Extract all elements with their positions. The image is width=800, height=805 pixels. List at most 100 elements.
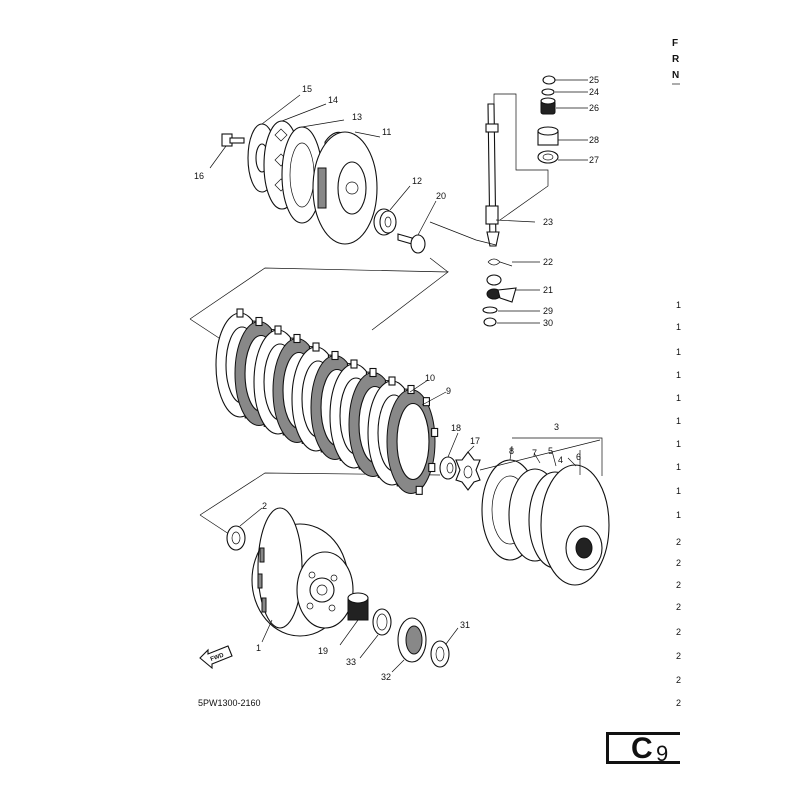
needle-bearing-19-drawing	[347, 592, 369, 621]
seal-27-drawing	[537, 150, 559, 164]
pressure-plate-11-drawing	[312, 131, 378, 245]
right-column-number: 2	[676, 651, 681, 661]
right-column-number: 1	[676, 300, 681, 310]
label-part-12: 12	[412, 176, 422, 186]
label-part-4: 4	[558, 455, 563, 465]
right-column-number: 2	[676, 698, 681, 708]
label-part-19: 19	[318, 646, 328, 656]
clutch-housing-1-drawing	[251, 507, 354, 637]
right-column-number: 1	[676, 393, 681, 403]
lever-21-drawing	[486, 274, 517, 303]
part-labels: 1 2 3 4 5 6 7 8 9 10 11 12 13 14 15 16 1…	[194, 75, 599, 682]
spacer-33-drawing	[372, 608, 392, 636]
bearing-12-drawing	[373, 208, 397, 236]
clutch-plate-tab	[422, 397, 430, 407]
label-part-2: 2	[262, 501, 267, 511]
right-column-number: 1	[676, 462, 681, 472]
label-part-8: 8	[509, 446, 514, 456]
label-part-15: 15	[302, 84, 312, 94]
label-part-13: 13	[352, 112, 362, 122]
nut-18-drawing	[439, 456, 457, 480]
clutch-plate-bore	[396, 402, 430, 481]
boundary-lines	[189, 257, 450, 541]
clutch-plate-tab	[388, 376, 396, 386]
right-column-number: 2	[676, 537, 681, 547]
right-column-number: 1	[676, 322, 681, 332]
clutch-boss-assembly	[479, 437, 610, 586]
label-part-9: 9	[446, 386, 451, 396]
label-part-28: 28	[589, 135, 599, 145]
label-part-5: 5	[548, 446, 553, 456]
washer-24-drawing	[541, 88, 555, 96]
right-column-number: 1	[676, 510, 681, 520]
edge-letter-n: N	[672, 70, 679, 81]
push-rod-20-drawing	[397, 233, 426, 254]
label-part-25: 25	[589, 75, 599, 85]
label-part-26: 26	[589, 103, 599, 113]
clutch-plate-tab	[369, 367, 377, 378]
label-part-30: 30	[543, 318, 553, 328]
right-column-number: 1	[676, 486, 681, 496]
lock-washer-17-drawing	[455, 451, 481, 491]
pressure-plate-assembly	[209, 94, 437, 254]
page-badge: C 9	[606, 732, 680, 766]
clutch-plate-tab	[274, 325, 282, 335]
right-column-number: 2	[676, 675, 681, 685]
right-column-number: 1	[676, 347, 681, 357]
fwd-label: FWD	[210, 652, 226, 663]
label-part-1: 1	[256, 643, 261, 653]
label-part-6: 6	[576, 452, 581, 462]
clutch-plate-tab	[431, 427, 439, 438]
label-part-21: 21	[543, 285, 553, 295]
spring-22-drawing	[487, 258, 513, 267]
right-column-number: 1	[676, 370, 681, 380]
label-part-24: 24	[589, 87, 599, 97]
label-part-17: 17	[470, 436, 480, 446]
fwd-arrow-icon: FWD	[199, 645, 233, 670]
page-badge-letter: C	[631, 732, 653, 765]
clutch-plate-tab	[293, 333, 301, 344]
right-column-number: 1	[676, 416, 681, 426]
label-part-7: 7	[532, 448, 537, 458]
label-part-27: 27	[589, 155, 599, 165]
clutch-plate-tab	[312, 342, 320, 352]
bolt-16-drawing	[221, 133, 245, 147]
washer-29-drawing	[482, 306, 498, 314]
right-column-number: 1	[676, 439, 681, 449]
label-part-16: 16	[194, 171, 204, 181]
label-part-33: 33	[346, 657, 356, 667]
label-part-3: 3	[554, 422, 559, 432]
clutch-plate-tab	[236, 308, 244, 318]
edge-letter-r: R	[672, 54, 680, 65]
label-part-18: 18	[451, 423, 461, 433]
right-column-number: 2	[676, 627, 681, 637]
gear-32-drawing	[397, 617, 427, 663]
label-part-20: 20	[436, 191, 446, 201]
edge-letter-f: F	[672, 38, 678, 49]
friction-plate-stack	[215, 308, 439, 495]
right-column-number: 2	[676, 602, 681, 612]
label-part-31: 31	[460, 620, 470, 630]
clutch-plate-tab	[331, 350, 339, 361]
clutch-plate-tab	[407, 384, 415, 395]
clutch-plate-tab	[428, 462, 436, 473]
right-column-numbers: 1 1 1 1 1 1 1 1 1 1 2 2 2 2 2 2 2 2	[676, 300, 681, 708]
label-part-10: 10	[425, 373, 435, 383]
washer-2-drawing	[226, 525, 246, 551]
label-part-32: 32	[381, 672, 391, 682]
clutch-plate-tab	[415, 485, 423, 495]
label-part-29: 29	[543, 306, 553, 316]
push-rod-assembly	[429, 75, 588, 327]
right-column-number: 2	[676, 580, 681, 590]
clutch-plate-tab	[255, 316, 263, 327]
right-column-number: 2	[676, 558, 681, 568]
clutch-plate-tab	[350, 359, 358, 369]
page-badge-number: 9	[656, 741, 669, 766]
circlip-30-drawing	[483, 317, 497, 327]
diagram-code: 5PW1300-2160	[198, 698, 261, 708]
label-part-22: 22	[543, 257, 553, 267]
label-part-23: 23	[543, 217, 553, 227]
label-part-11: 11	[382, 127, 391, 137]
